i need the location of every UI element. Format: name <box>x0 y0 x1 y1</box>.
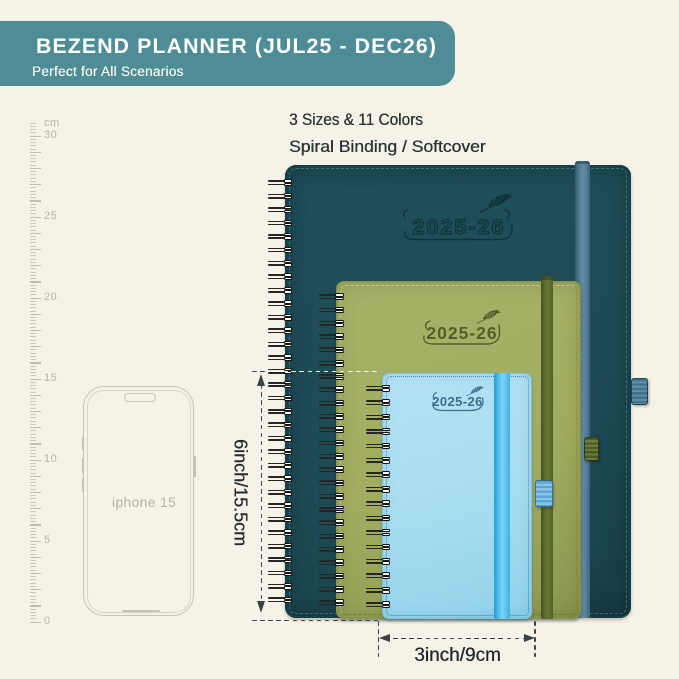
svg-text:2025-26: 2025-26 <box>432 394 483 409</box>
svg-text:2025-26: 2025-26 <box>413 215 506 239</box>
svg-text:2025-26: 2025-26 <box>426 323 497 343</box>
